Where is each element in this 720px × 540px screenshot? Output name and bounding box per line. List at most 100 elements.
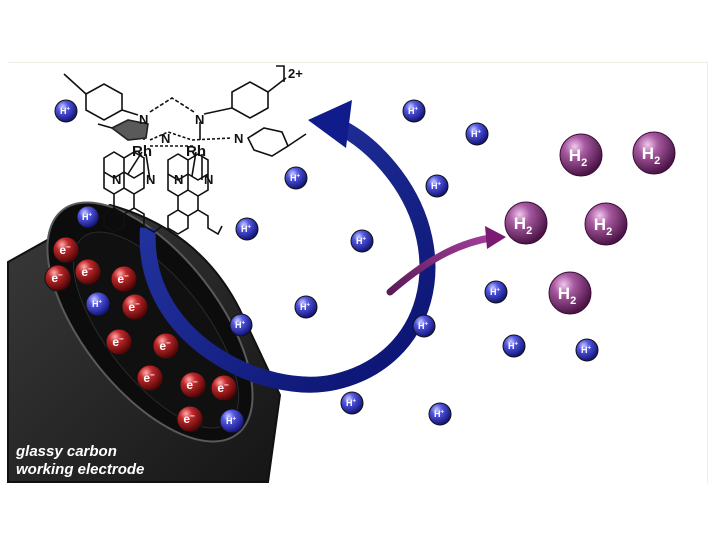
h2-molecule: H2	[559, 133, 603, 177]
charge-bracket	[276, 65, 285, 82]
h2-molecule: H2	[548, 271, 592, 315]
proton-sphere-group: H+	[402, 99, 426, 123]
hydrogen-sphere	[584, 202, 628, 246]
hydrogen-sphere	[504, 201, 548, 245]
nitrogen-label: N	[234, 131, 243, 146]
electron-sphere	[44, 264, 72, 292]
tolyl-ring-left	[85, 83, 123, 121]
hydrogen-sphere	[632, 131, 676, 175]
rhodium-label-left: Rh	[132, 143, 152, 160]
proton-label: H+	[300, 302, 311, 312]
h2-molecule: H2	[504, 201, 548, 245]
electron-label: e−	[143, 370, 155, 385]
catalytic-cycle-arrow	[139, 100, 436, 393]
proton-sphere-group: H+	[425, 174, 449, 198]
phenanthroline-left	[103, 151, 163, 233]
proton-sphere	[54, 99, 78, 123]
electron-sphere	[110, 265, 138, 293]
electron-sphere-group: e−	[44, 264, 72, 292]
methyl-bond	[97, 123, 113, 129]
proton-label: H+	[581, 345, 592, 355]
methyl-bond	[287, 133, 307, 147]
methyl-bond	[267, 77, 287, 93]
proton-label: H+	[471, 129, 482, 139]
electron-label: e−	[183, 411, 195, 426]
nitrogen-label: N	[112, 172, 121, 187]
proton-sphere	[502, 334, 526, 358]
electron-sphere-group: e−	[121, 293, 149, 321]
proton-sphere	[428, 402, 452, 426]
proton-sphere-group: H+	[229, 313, 253, 337]
proton-sphere-group: H+	[76, 205, 100, 229]
electron-sphere-group: e−	[74, 258, 102, 286]
tolyl-ring-right	[231, 81, 269, 119]
phenanthroline-right	[167, 153, 223, 236]
proton-sphere	[235, 217, 259, 241]
electron-sphere	[179, 371, 207, 399]
proton-sphere	[575, 338, 599, 362]
nitrogen-label: N	[139, 112, 148, 127]
proton-label: H+	[508, 341, 519, 351]
proton-sphere	[76, 205, 100, 229]
electron-label: e−	[217, 380, 229, 395]
proton-sphere	[284, 166, 308, 190]
proton-sphere-group: H+	[484, 280, 508, 304]
electron-label: e−	[159, 338, 171, 353]
electron-sphere	[121, 293, 149, 321]
proton-sphere-group: H+	[502, 334, 526, 358]
complex-charge-label: 2+	[288, 66, 303, 81]
electron-sphere	[136, 364, 164, 392]
bridge-upper	[149, 97, 195, 113]
proton-sphere	[294, 295, 318, 319]
electron-sphere	[152, 332, 180, 360]
proton-sphere-group: H+	[219, 408, 245, 434]
rh-n-bond	[145, 153, 151, 181]
proton-label: H+	[356, 236, 367, 246]
proton-sphere-group: H+	[294, 295, 318, 319]
cycle-arrow-head	[308, 100, 352, 148]
hydrogen-label: H2	[569, 146, 587, 169]
nitrogen-label: N	[146, 172, 155, 187]
proton-sphere-group: H+	[428, 402, 452, 426]
proton-sphere-group: H+	[340, 391, 364, 415]
proton-sphere	[412, 314, 436, 338]
proton-label: H+	[346, 398, 357, 408]
electrode-label-line1: glassy carbon	[15, 443, 117, 460]
electron-sphere-group: e−	[105, 328, 133, 356]
proton-label: H+	[434, 409, 445, 419]
electron-label: e−	[81, 264, 93, 279]
proton-sphere	[425, 174, 449, 198]
nitrogen-label: N	[204, 172, 213, 187]
proton-label: H+	[418, 321, 429, 331]
electron-sphere-group: e−	[210, 374, 238, 402]
nitrogen-label: N	[195, 112, 204, 127]
proton-label: H+	[431, 181, 442, 191]
proton-sphere	[219, 408, 245, 434]
proton-sphere	[229, 313, 253, 337]
hydrogen-label: H2	[558, 284, 576, 307]
proton-sphere	[484, 280, 508, 304]
electron-sphere-group: e−	[52, 236, 80, 264]
electron-sphere	[105, 328, 133, 356]
electrode-surface-particles: e−e−e−e−e−e−e−e−e−e−e−H+H+	[44, 236, 245, 434]
rhodium-catalyst-structure	[63, 65, 307, 236]
hydrogen-label: H2	[514, 214, 532, 237]
electron-sphere-group: e−	[110, 265, 138, 293]
h2-release-arrow	[386, 226, 506, 296]
proton-sphere-group: H+	[85, 291, 111, 317]
catalyst-atom-labels: N N N N N N N N Rh Rh 2+	[112, 66, 303, 187]
proton-sphere-group: H+	[235, 217, 259, 241]
electron-sphere	[210, 374, 238, 402]
proton-label: H+	[235, 320, 246, 330]
proton-sphere	[465, 122, 489, 146]
electron-label: e−	[117, 271, 129, 286]
proton-sphere	[340, 391, 364, 415]
proton-label: H+	[490, 287, 501, 297]
electron-sphere-group: e−	[152, 332, 180, 360]
proton-sphere-group: H+	[284, 166, 308, 190]
proton-sphere	[402, 99, 426, 123]
tolyl-ring-back	[110, 119, 149, 141]
electron-label: e−	[128, 299, 140, 314]
